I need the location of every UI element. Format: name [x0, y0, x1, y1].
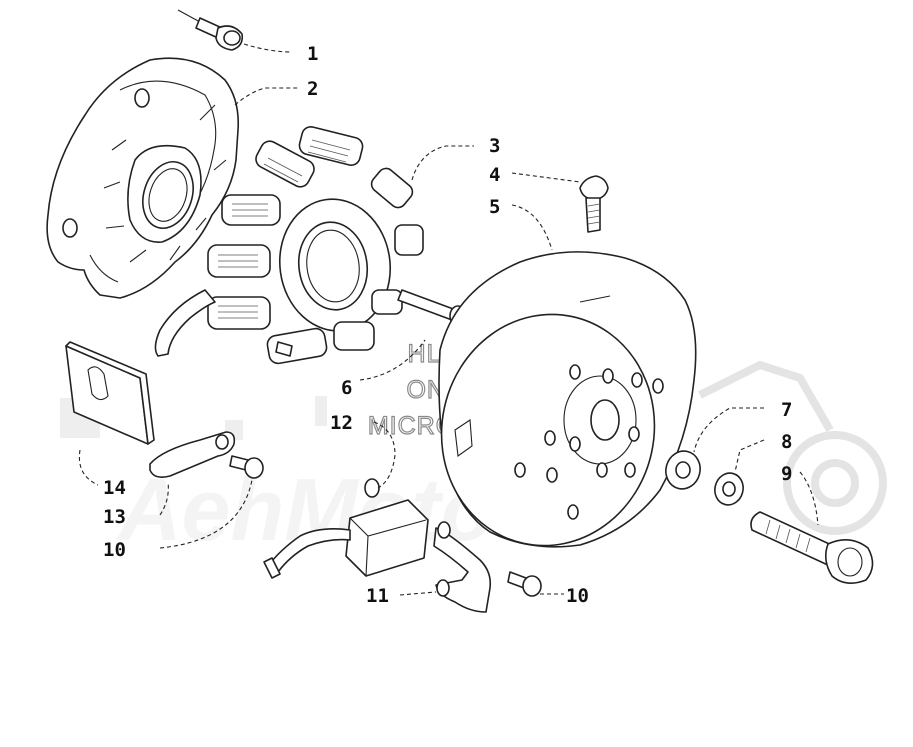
- screw-right[interactable]: [507, 571, 542, 597]
- bracket[interactable]: [433, 521, 492, 613]
- clamp[interactable]: [149, 431, 236, 478]
- callout-6[interactable]: 6: [341, 377, 352, 399]
- callout-4[interactable]: 4: [489, 164, 500, 186]
- callouts: 1 2 3 4 5 6 7 8 9 10 10 11 12 13 14: [103, 43, 792, 607]
- stator-housing[interactable]: [46, 57, 240, 299]
- callout-9[interactable]: 9: [781, 463, 792, 485]
- callout-8[interactable]: 8: [781, 431, 792, 453]
- gasket-plate[interactable]: [65, 341, 155, 445]
- callout-13[interactable]: 13: [103, 506, 126, 528]
- watermark-motorcycle-icon: [698, 360, 887, 535]
- ignition-coil[interactable]: [263, 478, 429, 579]
- callout-10-left[interactable]: 10: [103, 539, 126, 561]
- leader-lines: [78, 43, 819, 596]
- cap-screw-top[interactable]: [177, 9, 244, 51]
- flywheel-nut-bolt[interactable]: [750, 511, 874, 584]
- callout-5[interactable]: 5: [489, 196, 500, 218]
- callout-7[interactable]: 7: [781, 399, 792, 421]
- callout-14[interactable]: 14: [103, 477, 126, 499]
- callout-1[interactable]: 1: [307, 43, 318, 65]
- callout-2[interactable]: 2: [307, 78, 318, 100]
- flywheel-bolt[interactable]: [579, 175, 609, 233]
- callout-12[interactable]: 12: [330, 412, 353, 434]
- lock-washer[interactable]: [711, 470, 746, 508]
- screw-left[interactable]: [229, 455, 264, 479]
- callout-10-right[interactable]: 10: [566, 585, 589, 607]
- washer[interactable]: [662, 447, 705, 493]
- stator-coil[interactable]: [154, 125, 467, 365]
- callout-11[interactable]: 11: [366, 585, 389, 607]
- callout-3[interactable]: 3: [489, 135, 500, 157]
- flywheel[interactable]: [420, 251, 697, 566]
